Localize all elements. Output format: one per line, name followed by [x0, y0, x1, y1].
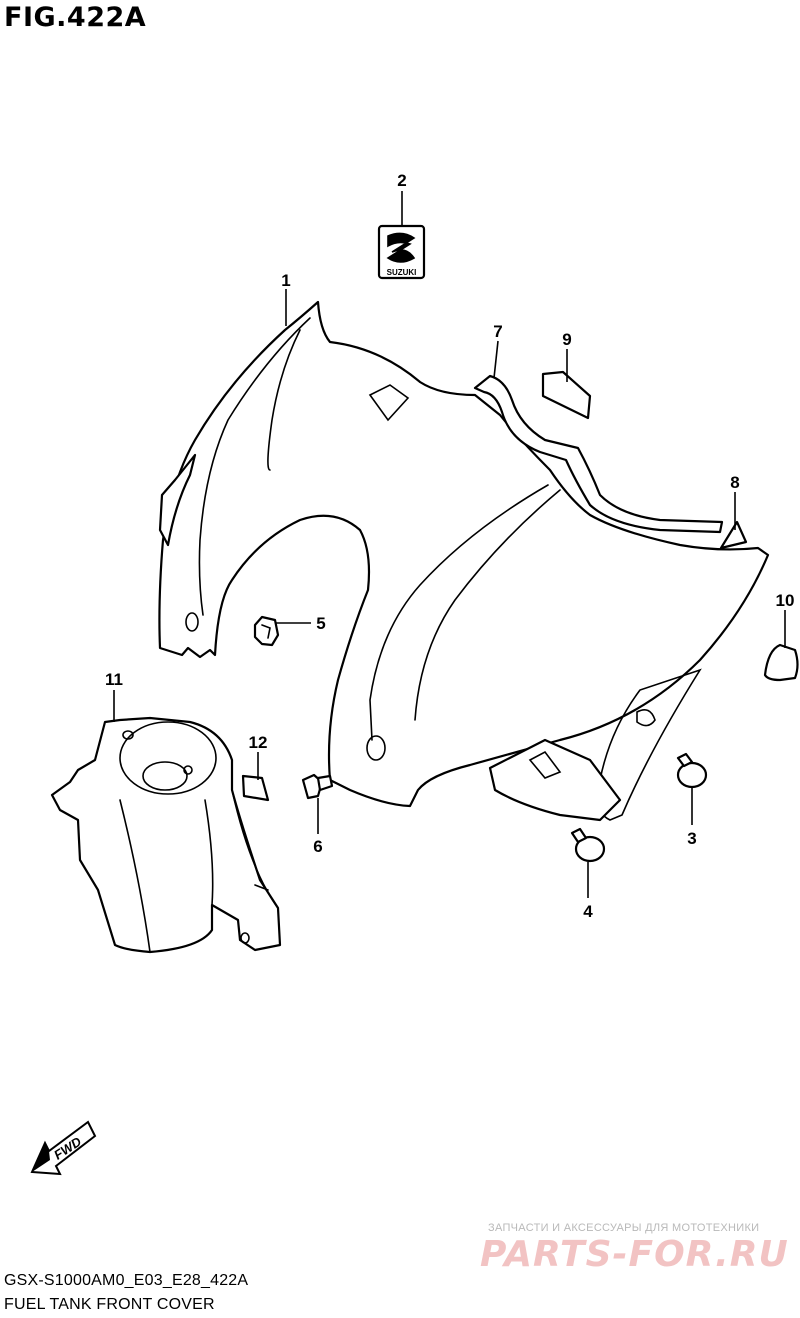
part-9-pad[interactable]	[541, 370, 592, 420]
part-1-front-cover[interactable]	[158, 300, 770, 822]
callout-4: 4	[583, 902, 593, 921]
emblem-text: SUZUKI	[387, 268, 417, 277]
callout-numbers: 2 1 7 9 8 10 5 6 3 4 11 12	[105, 171, 794, 921]
callout-7: 7	[493, 322, 502, 341]
part-6-push-rivet[interactable]	[301, 773, 334, 800]
part-10-cap[interactable]	[763, 643, 799, 682]
fwd-direction-arrow: FWD	[30, 1120, 97, 1176]
callout-10: 10	[776, 591, 795, 610]
part-7-seal-strip[interactable]	[473, 374, 724, 534]
part-11-inner-cover[interactable]	[50, 716, 282, 954]
watermark-tagline: ЗАПЧАСТИ И АКСЕССУАРЫ ДЛЯ МОТОТЕХНИКИ	[488, 1222, 760, 1234]
callout-8: 8	[730, 473, 739, 492]
watermark-logo: PARTS-FOR.RU	[480, 1234, 789, 1275]
part-12-sticker[interactable]	[241, 774, 270, 802]
figure-caption: FUEL TANK FRONT COVER	[4, 1296, 215, 1313]
callout-1: 1	[281, 271, 290, 290]
part-8-wedge[interactable]	[719, 520, 748, 550]
callout-3: 3	[687, 829, 696, 848]
callout-2: 2	[397, 171, 406, 190]
leader-lines	[113, 191, 786, 898]
figure-code: GSX-S1000AM0_E03_E28_422A	[4, 1272, 249, 1289]
callout-11: 11	[105, 670, 123, 689]
callout-9: 9	[562, 330, 571, 349]
callout-12: 12	[249, 733, 268, 752]
part-5-clip[interactable]	[253, 615, 280, 647]
part-3-screw[interactable]	[676, 752, 708, 789]
figure-title: FIG.422A	[4, 2, 147, 33]
part-2-emblem[interactable]: SUZUKI	[377, 224, 426, 280]
callout-5: 5	[316, 614, 325, 633]
callout-6: 6	[313, 837, 322, 856]
part-4-screw[interactable]	[570, 827, 606, 863]
